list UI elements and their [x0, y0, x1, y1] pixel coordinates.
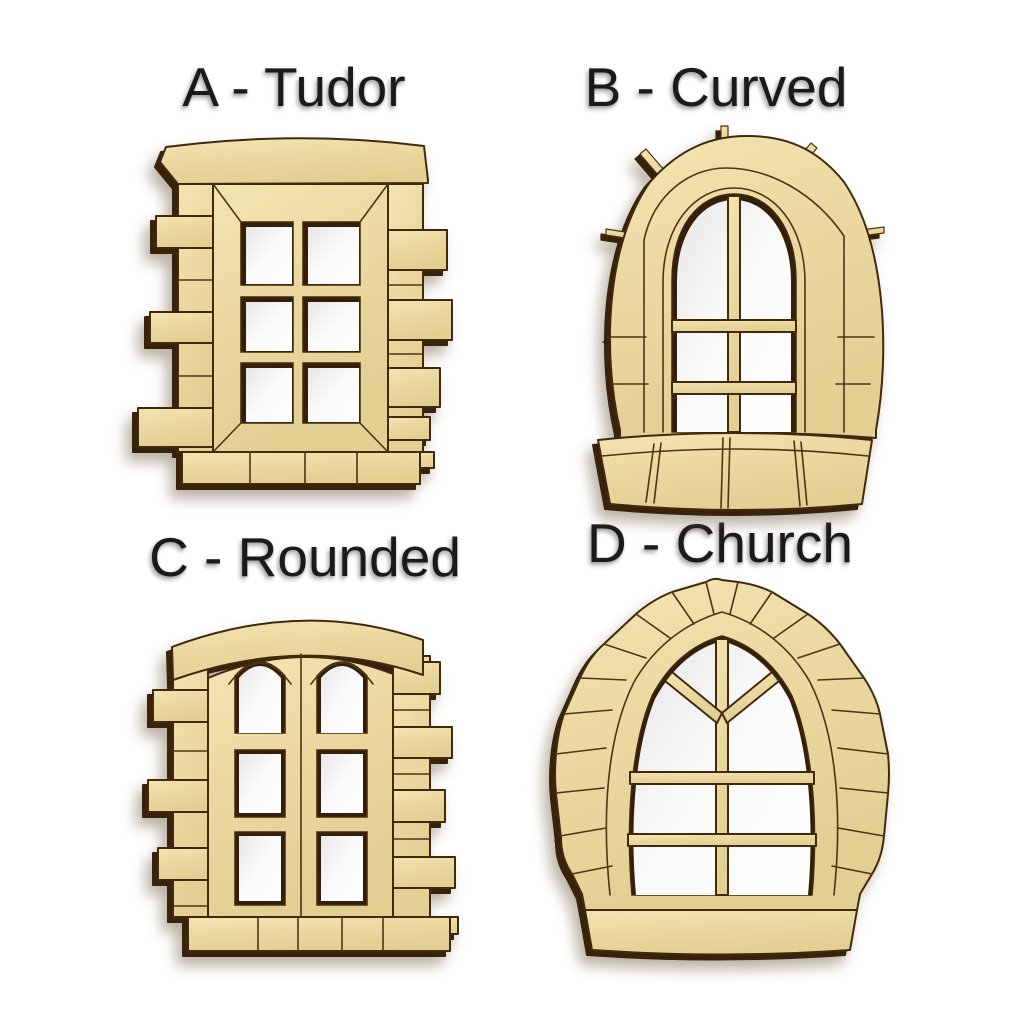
window-sill	[187, 916, 459, 952]
window-sill	[597, 432, 873, 511]
variant-label-b: B - Curved	[584, 56, 848, 118]
brick-sides	[137, 183, 453, 453]
window-shape-d-church	[554, 577, 890, 956]
pane-holes	[240, 221, 361, 424]
window-frame	[212, 183, 389, 453]
glazing-bars	[627, 638, 817, 896]
variant-label-c: C - Rounded	[149, 526, 461, 588]
engraved-joints	[555, 581, 889, 896]
variant-label-a: A - Tudor	[182, 56, 406, 118]
engraved-joints	[177, 183, 424, 485]
glazing-bars	[671, 195, 797, 433]
engraved-joints	[601, 167, 875, 509]
window-shape-a-tudor	[137, 137, 453, 485]
brick-sides	[147, 655, 456, 918]
pane-holes	[234, 661, 368, 906]
engraved-joints	[172, 653, 431, 952]
window-sill	[584, 909, 858, 956]
variant-label-d: D - Church	[587, 512, 853, 574]
window-shape-b-curved	[597, 125, 885, 511]
window-lintel	[159, 137, 429, 185]
window-lintel	[171, 619, 424, 681]
window-sill	[181, 451, 435, 485]
window-shape-c-rounded	[147, 619, 459, 952]
